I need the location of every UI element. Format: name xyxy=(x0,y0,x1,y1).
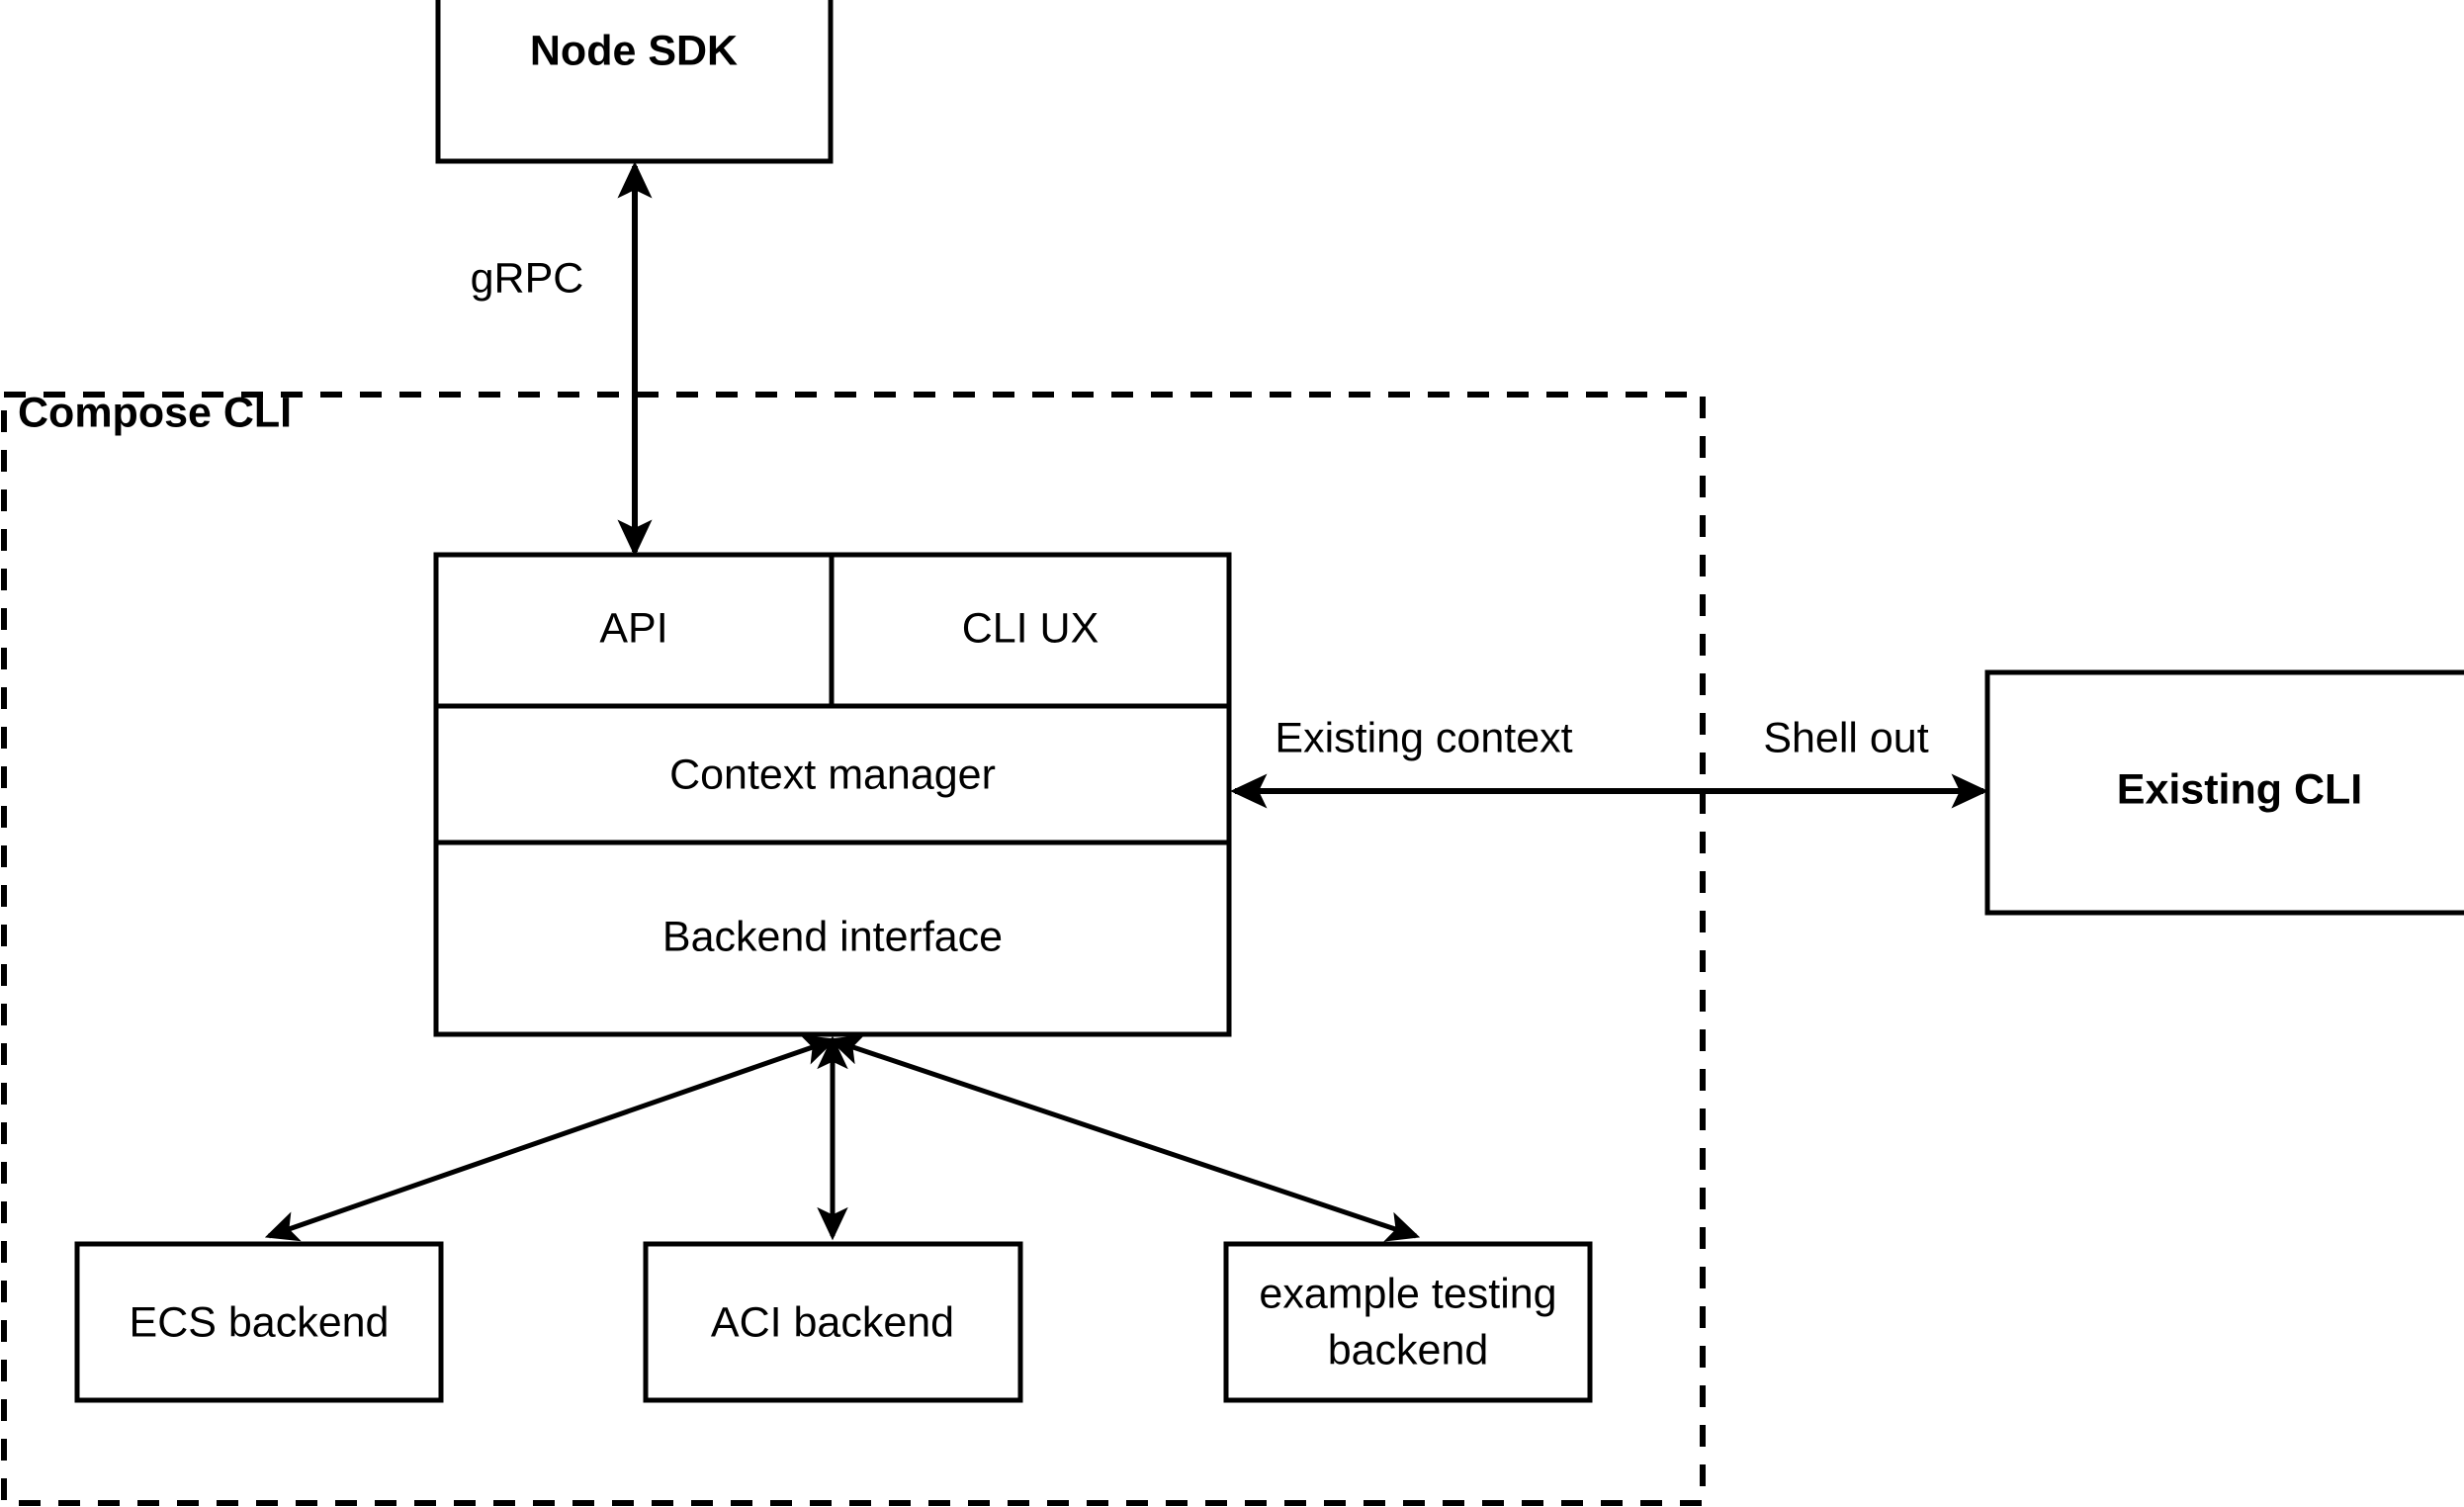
aci-backend-label: ACI backend xyxy=(711,1298,954,1346)
compose-cli-stack-box xyxy=(433,552,1232,1037)
backend-interface-label: Backend interface xyxy=(662,913,1003,960)
api-label: API xyxy=(599,604,667,652)
node-sdk-box[interactable] xyxy=(435,0,834,164)
existing-cli-box[interactable] xyxy=(1984,669,2464,916)
ecs-backend-label: ECS backend xyxy=(130,1298,390,1346)
compose-cli-group-label: Compose CLI xyxy=(18,389,292,436)
backend-interface-to-example-testing-connector xyxy=(828,1034,1421,1242)
example-testing-backend-label-line1: example testing xyxy=(1259,1270,1556,1317)
aci-backend-box[interactable] xyxy=(643,1241,1023,1403)
ecs-backend-box[interactable] xyxy=(74,1241,444,1403)
grpc-edge-label: gRPC xyxy=(471,254,584,302)
context-manager-label: Context manager xyxy=(669,751,996,798)
backend-interface-to-ecs-connector xyxy=(264,1034,837,1242)
existing-cli-label: Existing CLI xyxy=(2117,765,2362,813)
existing-context-edge-label: Existing context xyxy=(1275,714,1572,761)
example-testing-backend-label-line2: backend xyxy=(1328,1326,1489,1374)
cli-ux-label: CLI UX xyxy=(962,604,1100,652)
shell-out-edge-label: Shell out xyxy=(1763,714,1928,761)
example-testing-backend-box[interactable] xyxy=(1223,1241,1593,1403)
node-sdk-label: Node SDK xyxy=(530,27,738,74)
compose-cli-group-boundary xyxy=(1,392,1706,1506)
